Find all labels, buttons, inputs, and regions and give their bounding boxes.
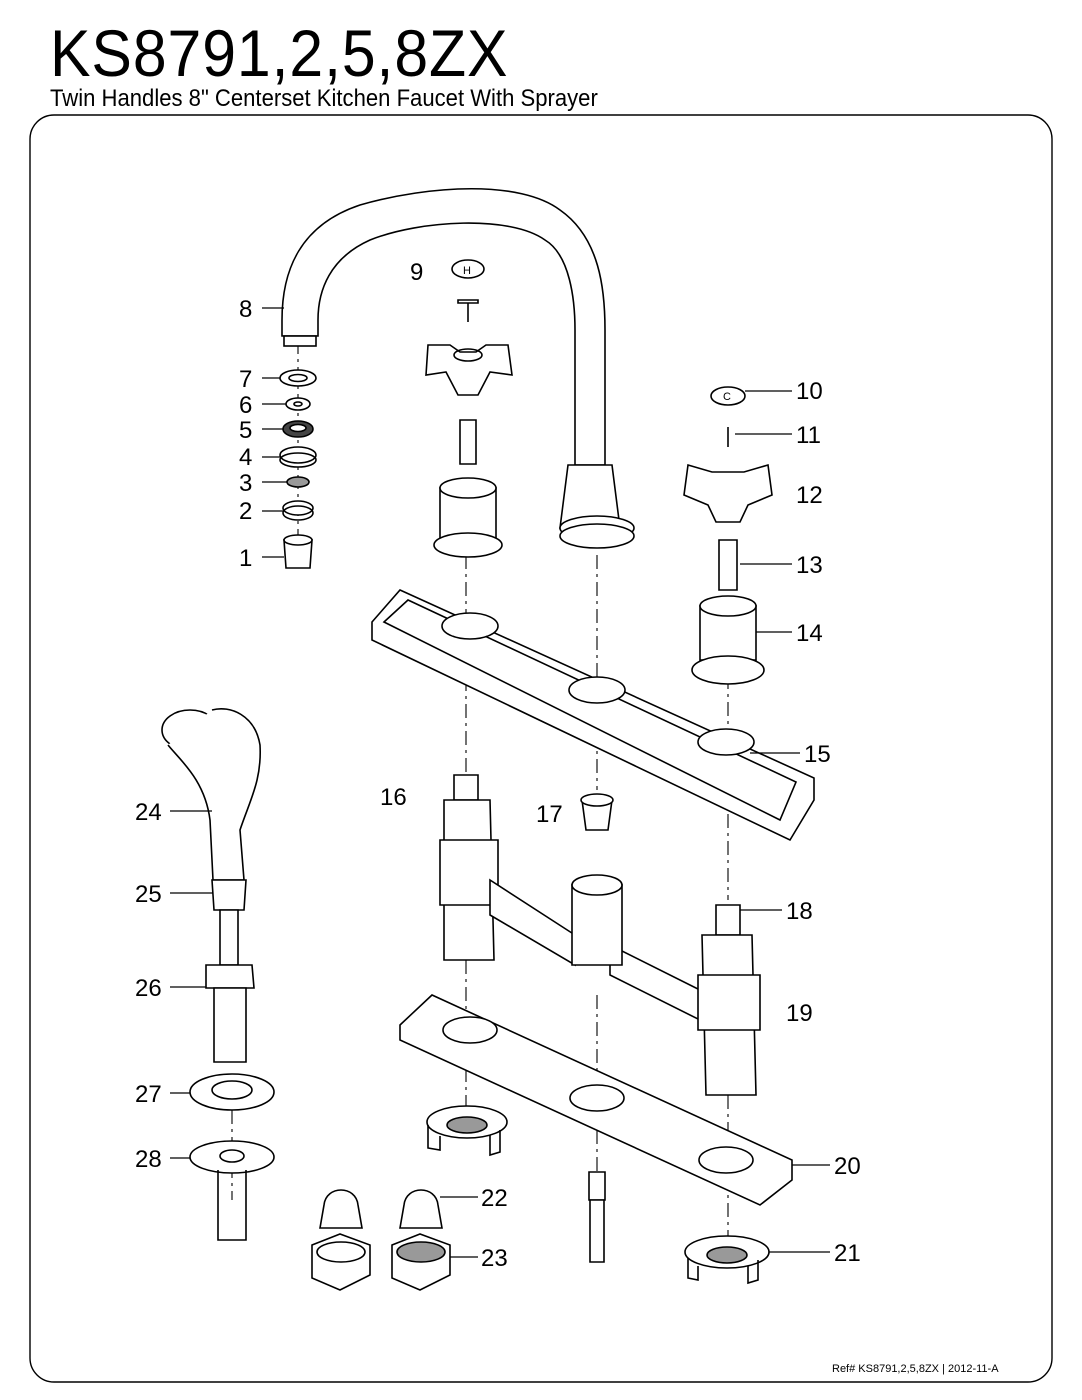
part-label-17: 17 (536, 801, 563, 828)
cold-cap-letter: C (723, 391, 731, 403)
part-label-11: 11 (796, 422, 821, 449)
spout-part-8 (281, 188, 635, 549)
part-label-12: 12 (796, 482, 823, 509)
side-sprayer-24-28 (161, 708, 275, 1241)
part-label-26: 26 (135, 975, 162, 1002)
part-label-1: 1 (239, 545, 252, 572)
part-label-4: 4 (239, 444, 252, 471)
part-label-21: 21 (834, 1240, 861, 1267)
mounting-nut-21 (684, 1235, 770, 1285)
part-label-25: 25 (135, 881, 162, 908)
part-label-9: 9 (410, 259, 423, 286)
valve-body-16-19 (439, 774, 761, 1096)
part-label-18: 18 (786, 898, 813, 925)
part-label-28: 28 (135, 1146, 162, 1173)
part-label-3: 3 (239, 470, 252, 497)
leader-lines (170, 307, 830, 1258)
part-label-14: 14 (796, 620, 823, 647)
part-label-13: 13 (796, 552, 823, 579)
part-label-24: 24 (135, 799, 162, 826)
part-label-22: 22 (481, 1185, 508, 1212)
part-label-7: 7 (239, 366, 252, 393)
part-label-20: 20 (834, 1153, 861, 1180)
supply-hose (588, 1171, 606, 1263)
part-label-10: 10 (796, 378, 823, 405)
part-label-6: 6 (239, 392, 252, 419)
part-label-27: 27 (135, 1081, 162, 1108)
hot-handle-assembly (425, 259, 513, 558)
page-subtitle: Twin Handles 8" Centerset Kitchen Faucet… (50, 85, 598, 112)
cold-handle-assembly (683, 386, 773, 685)
part-label-15: 15 (804, 741, 831, 768)
mounting-nut-left (426, 1105, 508, 1157)
page-title: KS8791,2,5,8ZX (50, 16, 509, 90)
hot-cap-letter: H (463, 265, 471, 277)
part-label-23: 23 (481, 1245, 508, 1272)
compression-parts-22-23 (311, 1189, 451, 1291)
gasket-plate-20 (399, 994, 793, 1206)
aerator-parts-1-7 (279, 369, 317, 569)
part-label-8: 8 (239, 296, 252, 323)
part-label-19: 19 (786, 1000, 813, 1027)
deck-plate-15 (371, 589, 815, 842)
reference-footer: Ref# KS8791,2,5,8ZX | 2012-11-A (832, 1363, 999, 1375)
part-label-2: 2 (239, 498, 252, 525)
part-label-16: 16 (380, 784, 407, 811)
part-label-5: 5 (239, 417, 252, 444)
diagram-frame (29, 114, 1053, 1383)
